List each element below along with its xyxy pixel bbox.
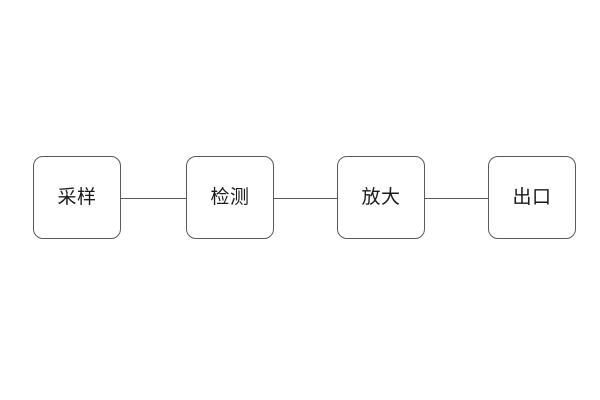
node-detection-label: 检测 <box>210 186 250 208</box>
node-sampling-label: 采样 <box>57 186 97 208</box>
node-detection[interactable]: 检测 <box>186 156 274 239</box>
connector-amplification-to-output <box>425 198 489 199</box>
node-amplification[interactable]: 放大 <box>337 156 425 239</box>
connector-sampling-to-detection <box>121 198 187 199</box>
node-output-label: 出口 <box>512 186 552 208</box>
node-sampling[interactable]: 采样 <box>33 156 121 239</box>
node-amplification-label: 放大 <box>361 186 401 208</box>
node-output[interactable]: 出口 <box>488 156 576 239</box>
connector-detection-to-amplification <box>274 198 338 199</box>
flow-chain: 采样 检测 放大 出口 <box>0 156 600 240</box>
